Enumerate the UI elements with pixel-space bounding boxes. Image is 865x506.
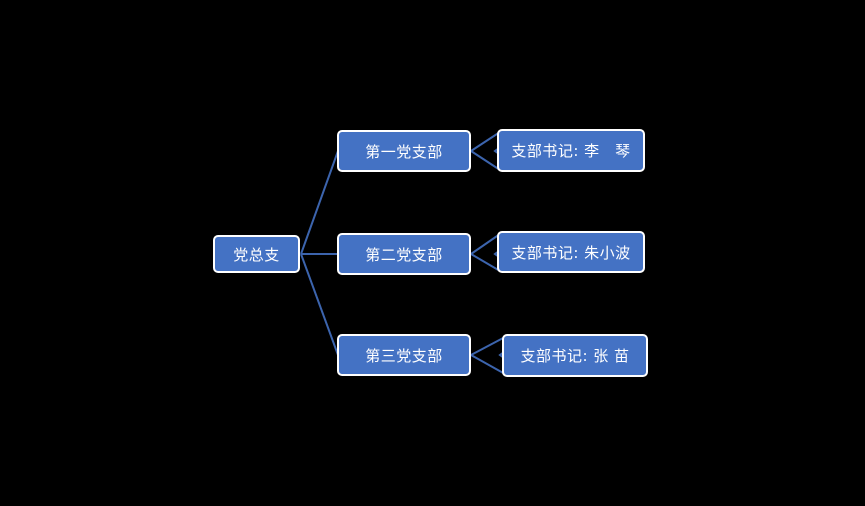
secretary-node-1-label: 支部书记: 李 琴 [511,142,631,160]
secretary-node-1[interactable]: 支部书记: 李 琴 [497,129,645,172]
branch-node-3-label: 第三党支部 [365,346,443,365]
connector-branch2-secretary2-upper [470,233,501,255]
secretary-node-2[interactable]: 支部书记: 朱小波 [497,231,645,273]
branch-node-2-label: 第二党支部 [365,245,443,264]
connector-branch3-secretary3-upper [470,336,506,356]
connector-branch2-secretary2-lower [470,253,501,272]
secretary-node-3[interactable]: 支部书记: 张 苗 [502,334,648,377]
branch-node-1[interactable]: 第一党支部 [337,130,471,172]
branch-node-2[interactable]: 第二党支部 [337,233,471,275]
connector-root-branch1 [300,150,339,255]
connector-branch3-secretary3-lower [470,354,506,375]
secretary-node-3-label: 支部书记: 张 苗 [520,347,630,365]
connector-branch1-secretary1-lower [470,150,501,171]
connector-root-branch3 [300,253,339,356]
branch-node-1-label: 第一党支部 [365,142,443,161]
secretary-node-2-label: 支部书记: 朱小波 [511,243,631,262]
root-node[interactable]: 党总支 [213,235,300,273]
connector-branch1-secretary1-upper [470,131,501,152]
branch-node-3[interactable]: 第三党支部 [337,334,471,376]
root-node-label: 党总支 [233,245,280,264]
